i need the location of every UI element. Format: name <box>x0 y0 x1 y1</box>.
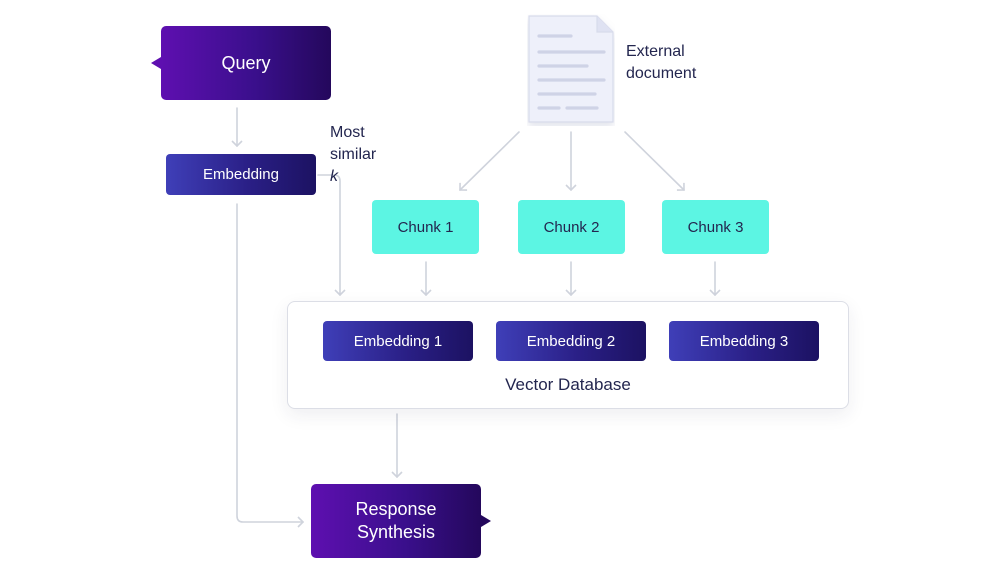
query-embedding-label: Embedding <box>203 166 279 183</box>
chunk-1-node: Chunk 1 <box>372 200 479 254</box>
embedding-2-label: Embedding 2 <box>526 332 616 350</box>
response-synthesis-node: Response Synthesis <box>311 484 491 558</box>
query-embedding-node: Embedding <box>166 154 316 195</box>
external-document-line-2: document <box>626 65 697 82</box>
vector-database-label: Vector Database <box>505 375 631 394</box>
chunk-2-node: Chunk 2 <box>518 200 625 254</box>
external-document-line-1: External <box>626 43 685 60</box>
arrow-document-to-chunk-3 <box>624 131 685 191</box>
response-line-1: Response <box>355 499 437 519</box>
most-similar-k-label: Most similar k <box>330 122 390 188</box>
embedding-1-node: Embedding 1 <box>323 321 473 361</box>
query-label: Query <box>221 52 271 73</box>
external-document-label: External document <box>626 41 696 85</box>
k-symbol: k <box>330 168 338 185</box>
embedding-1-label: Embedding 1 <box>353 332 443 350</box>
document-icon <box>528 15 614 123</box>
arrow-embedding-to-response <box>236 203 305 528</box>
chunk-3-label: Chunk 3 <box>687 218 744 236</box>
query-node: Query <box>151 26 331 100</box>
arrow-embedding-to-database <box>317 174 346 297</box>
embedding-3-node: Embedding 3 <box>669 321 819 361</box>
chunk-1-label: Chunk 1 <box>397 218 454 236</box>
arrow-document-to-chunk-1 <box>459 131 520 191</box>
embedding-2-node: Embedding 2 <box>496 321 646 361</box>
response-line-2: Synthesis <box>356 522 436 542</box>
chunk-3-node: Chunk 3 <box>662 200 769 254</box>
chunk-2-label: Chunk 2 <box>543 218 600 236</box>
most-similar-text: Most similar <box>330 124 377 163</box>
embedding-3-label: Embedding 3 <box>699 332 789 350</box>
